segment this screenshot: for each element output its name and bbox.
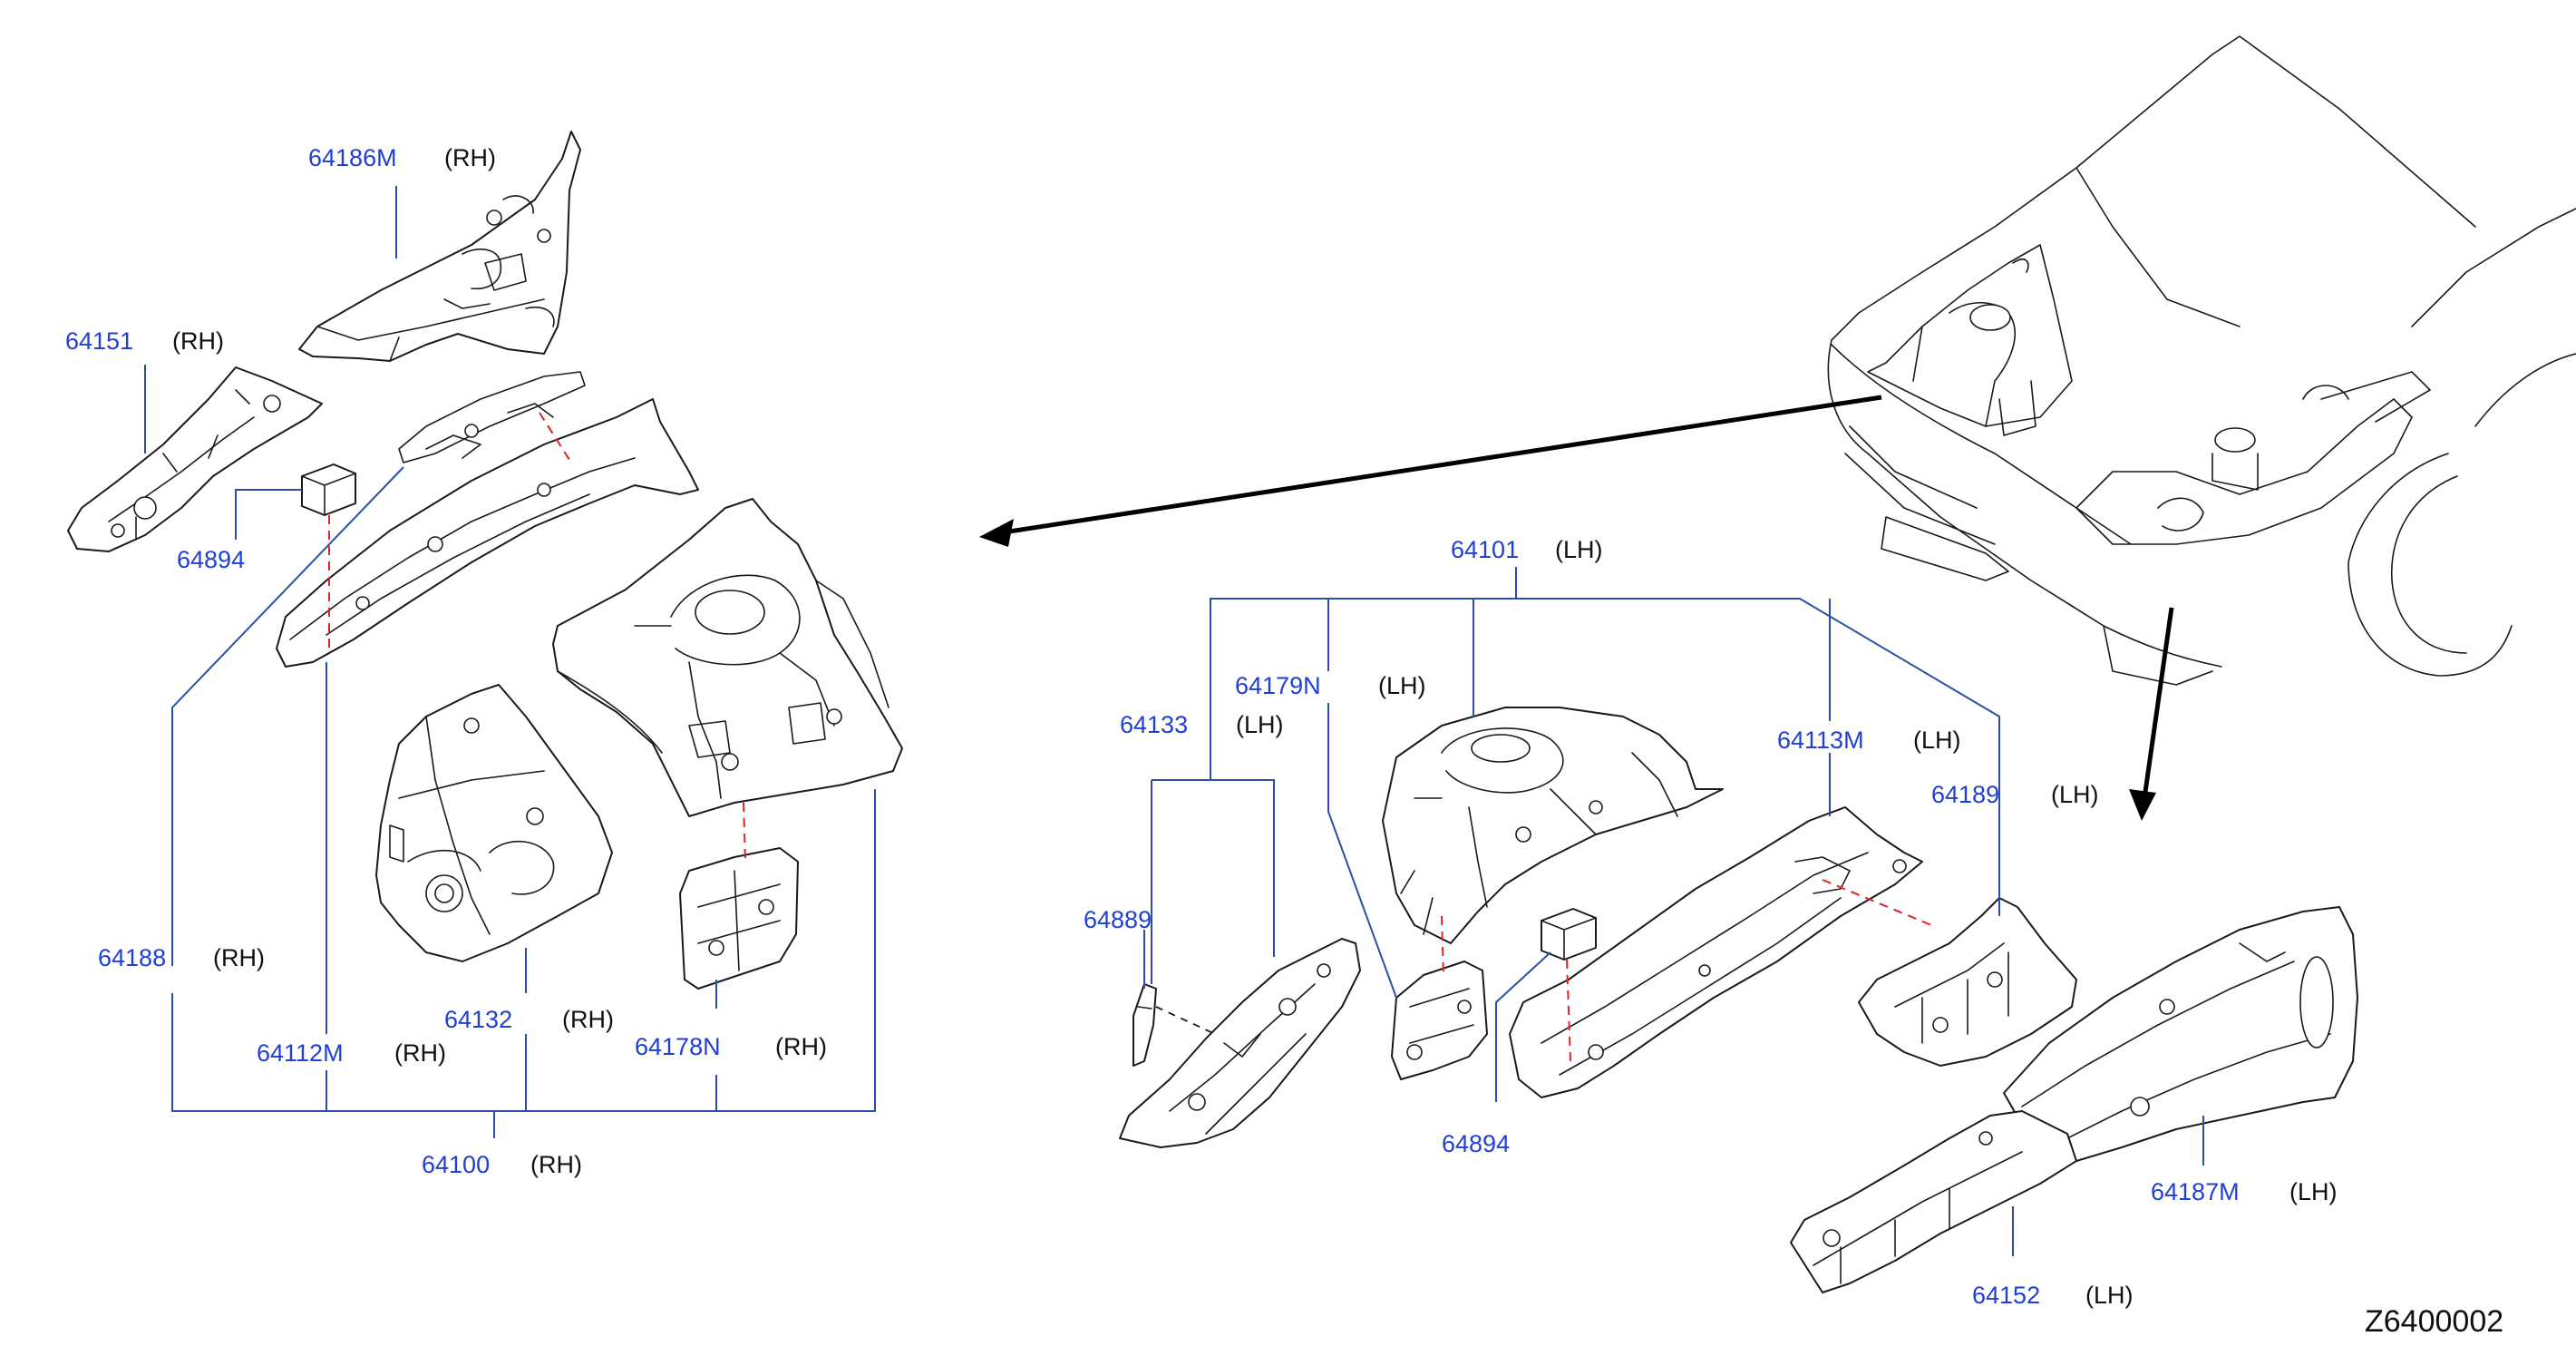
part-64179N [1391, 961, 1488, 1080]
label-64100-part[interactable]: 64100 [422, 1151, 490, 1178]
part-64132 [375, 684, 613, 962]
assembly-line-lh-2 [1566, 959, 1571, 1062]
part-64187M [2003, 906, 2358, 1162]
label-64152-side: (LH) [2085, 1282, 2134, 1309]
leader-64100-ticks [326, 1034, 717, 1138]
assembly-line-rh-3 [743, 802, 746, 863]
label-64113M-part[interactable]: 64113M [1777, 727, 1864, 754]
label-64113M-side: (LH) [1913, 727, 1961, 754]
label-64889-part[interactable]: 64889 [1084, 906, 1152, 933]
part-64100-strut-tower [552, 498, 903, 817]
label-64112M-part[interactable]: 64112M [257, 1039, 344, 1067]
assembly-line-lh-1 [1441, 915, 1444, 976]
label-64178N-side: (RH) [775, 1033, 827, 1060]
label-64112M-side: (RH) [394, 1039, 446, 1067]
assembly-line-lh-3 [1822, 879, 1932, 926]
label-64186M-side: (RH) [444, 144, 496, 171]
label-64187M-part[interactable]: 64187M [2151, 1178, 2240, 1205]
part-64113M [1509, 806, 1923, 1098]
label-64151-side: (RH) [172, 327, 224, 355]
arrow-to-rh-assembly [996, 395, 1882, 536]
diagram-code: Z6400002 [2365, 1304, 2503, 1339]
leader-64894-lh [1495, 951, 1551, 1102]
leader-64101-drops [1327, 599, 1831, 721]
part-64889 [1132, 983, 1157, 1067]
label-64189-part[interactable]: 64189 [1931, 781, 1999, 808]
assembly-line-lh-4 [1155, 1006, 1216, 1035]
part-64178N [679, 847, 799, 990]
part-64152 [1790, 1110, 2077, 1293]
part-64151 [67, 366, 323, 552]
vehicle-overview [1827, 35, 2576, 686]
leader-64894-rh [235, 489, 302, 540]
label-64188-part[interactable]: 64188 [98, 944, 166, 971]
part-64894-lh [1541, 908, 1597, 961]
part-64189 [1858, 897, 2077, 1067]
part-64112M [276, 371, 699, 668]
label-64133-side: (LH) [1236, 711, 1284, 738]
label-64187M-side: (LH) [2289, 1178, 2338, 1205]
label-64101-side: (LH) [1555, 536, 1603, 563]
label-64189-side: (LH) [2051, 781, 2099, 808]
label-64894-rh-part[interactable]: 64894 [177, 546, 245, 573]
arrow-to-lh-assembly [2142, 607, 2174, 799]
label-64133-part[interactable]: 64133 [1120, 711, 1188, 738]
arrow-head-lh [2129, 789, 2156, 821]
label-64188-side: (RH) [213, 944, 265, 971]
part-64894-rh [301, 463, 356, 516]
label-64152-part[interactable]: 64152 [1972, 1282, 2040, 1309]
label-64894-lh-part[interactable]: 64894 [1442, 1130, 1510, 1157]
leader-64133 [1151, 753, 1275, 984]
leader-64188 [171, 466, 404, 966]
arrow-head-rh [979, 519, 1014, 547]
label-64186M-part[interactable]: 64186M [308, 144, 397, 171]
label-64132-part[interactable]: 64132 [444, 1006, 512, 1033]
leader-64179N [1327, 703, 1397, 999]
label-64100-side: (RH) [530, 1151, 582, 1178]
label-64101-part[interactable]: 64101 [1451, 536, 1519, 563]
leader-64101-bracket [1210, 598, 2000, 916]
assembly-line-rh-2 [539, 412, 572, 463]
label-64179N-part[interactable]: 64179N [1235, 672, 1321, 699]
leader-64100-bracket [171, 789, 876, 1112]
part-64186M [298, 131, 581, 362]
label-64178N-part[interactable]: 64178N [635, 1033, 721, 1060]
label-64132-side: (RH) [562, 1006, 614, 1033]
label-64151-part[interactable]: 64151 [65, 327, 133, 355]
part-64133 [1119, 938, 1361, 1148]
label-64179N-side: (LH) [1378, 672, 1426, 699]
part-64101-strut-tower [1382, 707, 1724, 944]
